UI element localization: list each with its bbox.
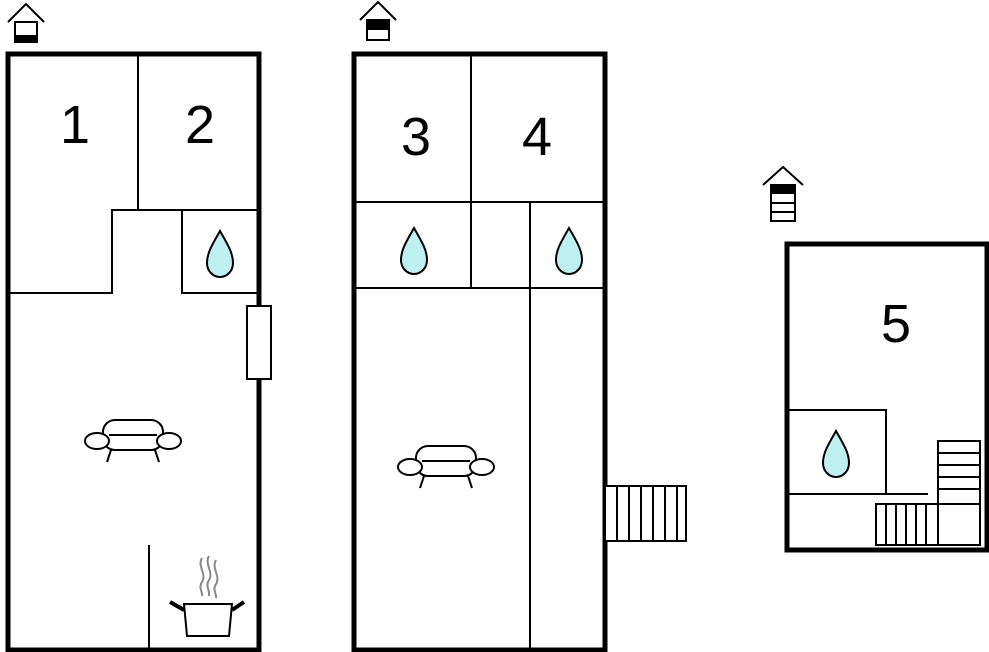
sofa-icon [84,419,182,463]
level-indicator-icon [359,0,397,41]
room-label-1: 1 [60,95,90,155]
water-drop-icon [822,430,850,478]
room-label-3: 3 [401,107,431,167]
level-indicator-icon [7,2,45,43]
floor-2: 3 4 [351,0,687,652]
cooking-pot-icon [169,555,246,637]
water-drop-icon [206,230,234,278]
room-label-2: 2 [185,95,215,155]
level-indicator-icon [762,165,804,222]
room-label-4: 4 [522,107,552,167]
water-drop-icon [555,227,583,275]
sofa-icon [397,445,495,489]
window [246,305,272,380]
room-label-5: 5 [881,294,911,354]
floor-1-outline [5,51,262,652]
stairs-icon [875,440,981,546]
stairs-icon [604,485,687,542]
floor-1: 1 2 [5,2,272,652]
water-drop-icon [400,227,428,275]
floor-2-outline [351,51,608,652]
floor-3: 5 [762,165,989,553]
floor-3-outline [784,241,989,553]
